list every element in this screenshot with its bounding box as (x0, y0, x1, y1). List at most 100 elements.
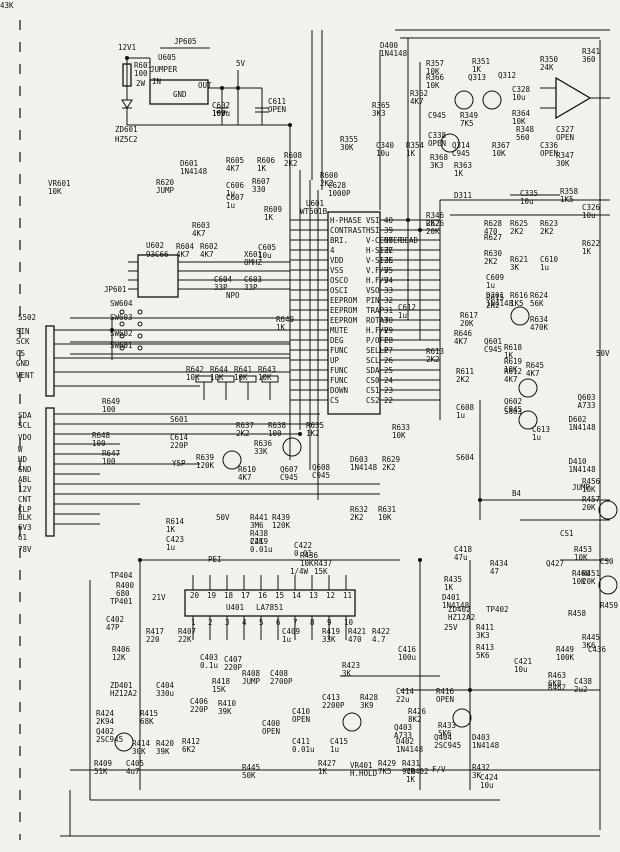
component-value: 4.7 (372, 635, 386, 644)
component-value: 50K (242, 771, 256, 780)
component-ref: Q313 (468, 73, 486, 82)
component-ref: C407 (224, 655, 242, 664)
u401-pin-bottom: 8 (310, 618, 315, 627)
component-value: 1K (264, 213, 274, 222)
u601-pin-number: 35 (384, 266, 393, 275)
component-ref: C335 (520, 189, 538, 198)
component-ref: D403 (472, 733, 490, 742)
component-ref: R435 (444, 575, 462, 584)
component-value: 2K2 (284, 159, 298, 168)
component-value: 3K3 (476, 631, 490, 640)
component-value: 20K (426, 227, 440, 236)
component-ref: R451 (582, 569, 600, 578)
component-ref: Q603 (578, 393, 596, 402)
component-ref: VENT (16, 371, 35, 380)
u601-pin-left-label: FUNC (330, 346, 348, 355)
u601-pin-right-label: VSO (366, 286, 380, 295)
component-ref: C612 (398, 303, 416, 312)
u601-pin-right-label: V-CENTER (366, 236, 403, 245)
component-ref: R429 (378, 759, 396, 768)
component-value: 3K (472, 771, 482, 780)
component-ref: 12V1 (118, 43, 136, 52)
component-value: 68K (140, 717, 154, 726)
component-ref: R431 (402, 759, 420, 768)
component-ref: C605 (258, 243, 276, 252)
u601-pin-left-label: VSS (330, 266, 344, 275)
component-ref: Q601 (484, 337, 502, 346)
component-value: 24K (540, 63, 554, 72)
component-ref: ZD402 (448, 605, 471, 614)
resistor-row-642 (195, 375, 279, 400)
component-labels: 12V1R6011002WZD601HZ5C2JP605U605JUMPERIN… (0, 0, 618, 790)
component-value: 2K2 (382, 463, 396, 472)
component-ref: R406 (112, 645, 131, 654)
component-ref: C408 (270, 669, 289, 678)
u401-pin-bottom: 1 (191, 618, 196, 627)
component-ref: R368 (430, 153, 449, 162)
component-ref: JUMPER (150, 65, 178, 74)
component-value: 1K (406, 149, 416, 158)
component-value: 1N4148 (396, 745, 424, 754)
component-ref: C418 (454, 545, 473, 554)
u601-pin-number: 25 (384, 366, 393, 375)
u601-pin-right-label: CS2 (366, 396, 380, 405)
u401-pin-bottom: 5 (259, 618, 264, 627)
component-ref: R603 (192, 221, 210, 230)
component-value: 3K9 (360, 701, 374, 710)
component-ref: SW602 (110, 329, 133, 338)
component-ref: Q314 (452, 141, 471, 150)
u602-part: 93C66 (146, 250, 169, 259)
component-ref: R624 (530, 291, 549, 300)
u601-part: WT601B (300, 207, 328, 216)
component-ref: R463 (548, 671, 566, 680)
component-ref: R607 (252, 177, 270, 186)
component-ref: CS1 (560, 529, 574, 538)
component-ref: D603 (350, 455, 368, 464)
component-ref: R365 (372, 101, 390, 110)
component-ref: JUMP (572, 483, 591, 492)
component-ref: D311 (454, 191, 472, 200)
component-ref: R351 (472, 57, 490, 66)
component-value: 1K5 (560, 195, 574, 204)
component-ref: R642 (186, 365, 204, 374)
component-ref: R643 (258, 365, 276, 374)
u601-pin-left-label: H-PHASE (330, 216, 362, 225)
component-ref: Q427 (546, 559, 564, 568)
u601-pin-left-label: MUTE (330, 326, 349, 335)
component-value: 4K7 (454, 337, 468, 346)
u601-left-pin-labels: H-PHASECONTRASTBRI.4VDDVSSOSCOOSCIEEPROM… (330, 216, 367, 405)
component-ref: R428 (360, 693, 379, 702)
component-ref: R462 (548, 683, 566, 692)
u401-pin-top: 14 (292, 591, 302, 600)
component-value: 2K2 (456, 375, 470, 384)
u401-pin-top: 19 (207, 591, 216, 600)
component-ref: C424 (480, 773, 499, 782)
u401-pin-top: 16 (258, 591, 268, 600)
component-value: OPEN (292, 715, 310, 724)
component-value: H.HOLD (350, 769, 378, 778)
component-ref: C414 (396, 687, 415, 696)
component-value: 4K7 (526, 369, 540, 378)
component-value: 10u (512, 93, 526, 102)
component-value: A733 (394, 731, 412, 740)
component-ref: C421 (514, 657, 532, 666)
component-ref: R438 (250, 529, 269, 538)
component-ref: C603 (244, 275, 262, 284)
component-value: 56K (530, 299, 544, 308)
component-ref: 50V (596, 349, 610, 358)
component-ref: JP410 (0, 0, 23, 2)
component-ref: VR401 (350, 761, 373, 770)
component-value: 2K2 (540, 227, 554, 236)
component-value: 330 (252, 185, 266, 194)
component-value: 3K3 (372, 109, 386, 118)
component-value: 1N4148 (486, 299, 514, 308)
u601-pin-number: 22 (384, 396, 393, 405)
u401-pin-top: 18 (224, 591, 234, 600)
component-value: 1000P (328, 189, 351, 198)
u601-pin-number: 32 (384, 296, 393, 305)
component-value: 0.01u (292, 745, 315, 754)
component-value: 1K (472, 65, 482, 74)
component-value: 10u (520, 197, 534, 206)
component-value: 1K (406, 775, 416, 784)
component-ref: ZD601 (115, 125, 138, 134)
